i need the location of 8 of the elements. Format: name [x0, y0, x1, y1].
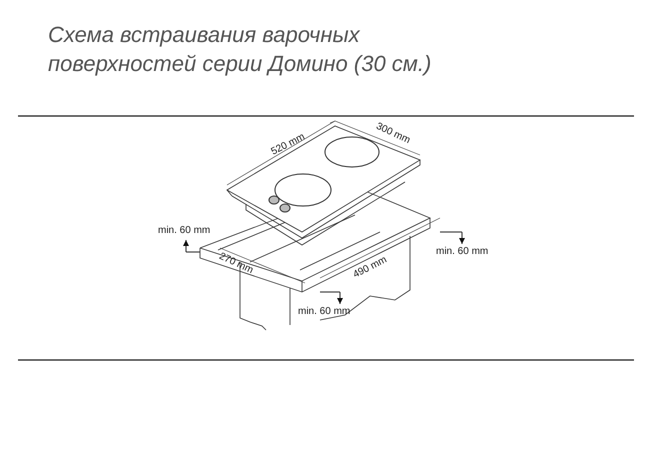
- dimension-label: 520 mm: [269, 131, 307, 158]
- title: Схема встраивания варочных поверхностей серии Домино (30 см.): [48, 21, 432, 78]
- dimension-label: 490 mm: [351, 254, 389, 281]
- dimension-label: min. 60 mm: [298, 306, 350, 317]
- dimension-label: min. 60 mm: [158, 225, 210, 236]
- dimension-label: 300 mm: [374, 120, 412, 146]
- dimension-label: min. 60 mm: [436, 246, 488, 257]
- dimension-label: 270 mm: [217, 250, 255, 276]
